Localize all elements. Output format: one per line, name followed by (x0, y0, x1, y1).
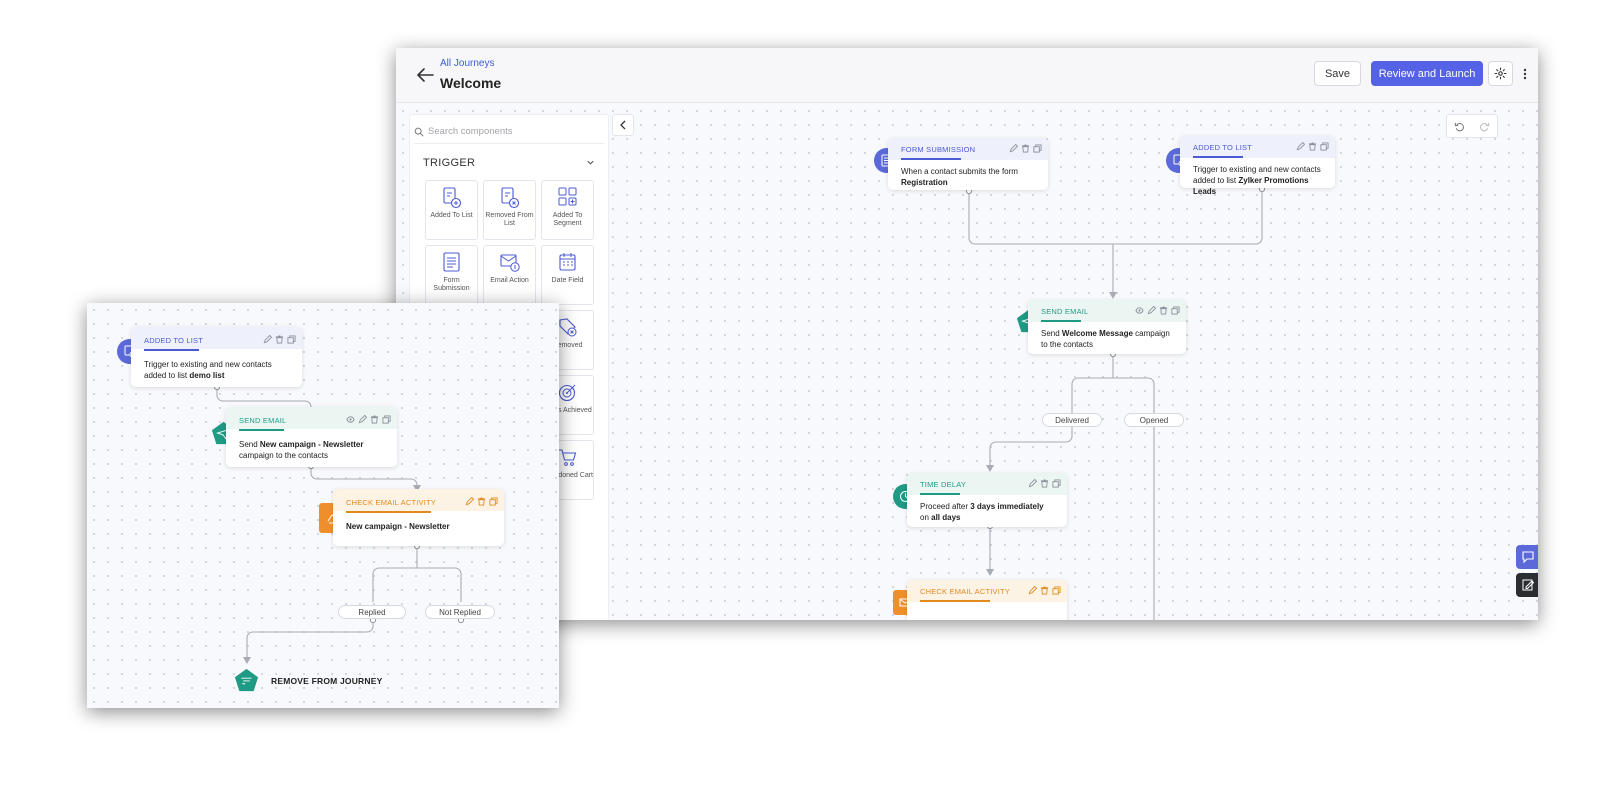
component-search[interactable] (414, 120, 604, 144)
tile-added-to-list[interactable]: Added To List (425, 180, 478, 240)
added-to-list-node[interactable]: ADDED TO LIST Trigger to existing and ne… (1180, 136, 1335, 196)
redo-icon[interactable] (1479, 121, 1490, 132)
time-delay-node[interactable]: TIME DELAY Proceed after 3 days immediat… (907, 473, 1067, 527)
eye-icon[interactable] (346, 415, 355, 424)
trash-icon[interactable] (1159, 306, 1168, 315)
tile-email-action[interactable]: Email Action (483, 245, 536, 305)
undo-redo-group (1446, 114, 1498, 138)
trigger-section-title[interactable]: TRIGGER (423, 157, 476, 169)
edit-icon[interactable] (1147, 306, 1156, 315)
cart-icon (559, 449, 577, 466)
back-arrow-icon[interactable] (414, 64, 436, 86)
send-email-node[interactable]: SEND EMAIL Send Welcome Message campaign… (1028, 300, 1186, 354)
tile-form-submission[interactable]: Form Submission (425, 245, 478, 305)
breadcrumb[interactable]: All Journeys (440, 58, 495, 69)
tile-date-field[interactable]: Date Field (541, 245, 594, 305)
trash-icon[interactable] (370, 415, 379, 424)
edit-icon[interactable] (358, 415, 367, 424)
segment-add-icon (558, 187, 577, 206)
review-and-launch-button[interactable]: Review and Launch (1371, 61, 1483, 86)
top-bar: All Journeys Welcome Save Review and Lau… (396, 48, 1538, 103)
inset-send-email-node[interactable]: SEND EMAIL Send New campaign - Newslette… (226, 407, 397, 467)
edit-icon[interactable] (1028, 479, 1037, 488)
trash-icon[interactable] (1040, 479, 1049, 488)
inset-added-to-list-node[interactable]: ADDED TO LIST Trigger to existing and ne… (131, 327, 302, 387)
list-remove-icon (501, 187, 520, 209)
copy-icon[interactable] (1052, 479, 1061, 488)
tag-remove-icon (559, 318, 577, 337)
form-icon (443, 252, 460, 272)
copy-icon[interactable] (1171, 306, 1180, 315)
branch-replied[interactable]: Replied (338, 605, 406, 619)
list-add-icon (443, 187, 462, 209)
copy-icon[interactable] (1052, 586, 1061, 595)
journey-builder-window: All Journeys Welcome Save Review and Lau… (396, 48, 1538, 620)
remove-from-journey-label[interactable]: REMOVE FROM JOURNEY (271, 676, 383, 686)
kebab-icon (1523, 68, 1527, 79)
tile-removed-from-list[interactable]: Removed From List (483, 180, 536, 240)
target-icon (558, 384, 576, 402)
edit-icon[interactable] (465, 497, 474, 506)
branch-not-replied[interactable]: Not Replied (425, 605, 495, 619)
search-input[interactable] (428, 126, 588, 137)
check-email-activity-node[interactable]: CHECK EMAIL ACTIVITY (907, 580, 1067, 620)
email-action-icon (500, 254, 520, 272)
trash-icon[interactable] (1021, 144, 1030, 153)
tile-added-to-segment[interactable]: Added To Segment (541, 180, 594, 240)
flow-connectors (965, 185, 1266, 620)
trash-icon[interactable] (275, 335, 284, 344)
journey-detail-window: ADDED TO LIST Trigger to existing and ne… (87, 303, 559, 708)
copy-icon[interactable] (489, 497, 498, 506)
remove-from-journey-badge (234, 668, 259, 692)
copy-icon[interactable] (287, 335, 296, 344)
branch-delivered[interactable]: Delivered (1042, 413, 1102, 427)
copy-icon[interactable] (1320, 142, 1329, 151)
page-title: Welcome (440, 75, 502, 91)
feedback-button[interactable] (1516, 573, 1538, 597)
edit-icon[interactable] (1028, 586, 1037, 595)
gear-icon (1494, 67, 1507, 80)
more-options-button[interactable] (1518, 61, 1532, 86)
form-submission-node[interactable]: FORM SUBMISSION When a contact submits t… (888, 138, 1048, 190)
trash-icon[interactable] (1040, 586, 1049, 595)
edit-icon[interactable] (263, 335, 272, 344)
copy-icon[interactable] (1033, 144, 1042, 153)
edit-icon[interactable] (1009, 144, 1018, 153)
inset-check-email-activity-node[interactable]: CHECK EMAIL ACTIVITY New campaign - News… (333, 489, 504, 546)
calendar-icon (559, 253, 576, 271)
settings-button[interactable] (1488, 61, 1513, 86)
collapse-panel-button[interactable] (612, 114, 634, 136)
undo-icon[interactable] (1454, 121, 1465, 132)
chevron-down-icon[interactable] (586, 158, 595, 167)
eye-icon[interactable] (1135, 306, 1144, 315)
copy-icon[interactable] (382, 415, 391, 424)
chat-button[interactable] (1516, 545, 1538, 569)
search-icon (414, 127, 424, 137)
chevron-left-icon (620, 120, 626, 130)
trash-icon[interactable] (477, 497, 486, 506)
trash-icon[interactable] (1308, 142, 1317, 151)
chat-icon (1522, 551, 1534, 564)
branch-opened[interactable]: Opened (1124, 413, 1184, 427)
edit-icon[interactable] (1296, 142, 1305, 151)
note-edit-icon (1522, 579, 1535, 591)
save-button[interactable]: Save (1314, 61, 1361, 86)
